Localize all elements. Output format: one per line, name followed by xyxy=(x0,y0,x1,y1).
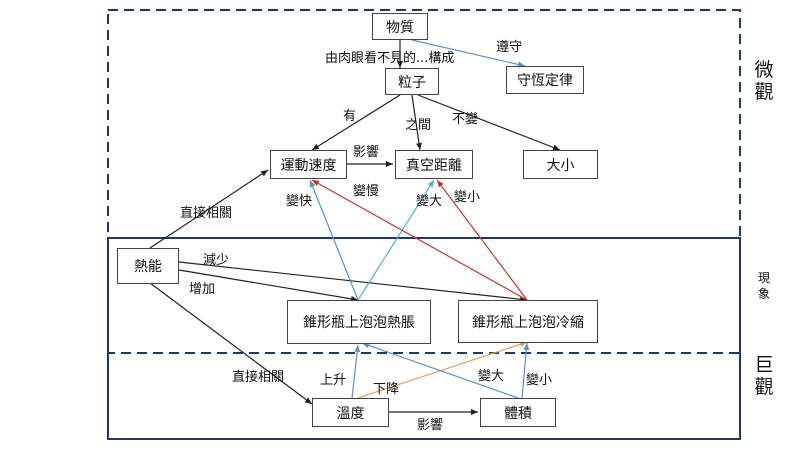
micro-region-label: 微觀 xyxy=(754,59,774,103)
label-rise: 上升 xyxy=(320,373,347,388)
label-direct-top: 直接相關 xyxy=(180,206,233,221)
edge-expand-vacuum xyxy=(357,179,435,301)
edge-matter-conservation xyxy=(411,39,526,68)
edge-expand-speed xyxy=(309,179,359,301)
edge-volume-expand xyxy=(361,342,519,399)
label-smaller-bottom: 變小 xyxy=(526,373,553,388)
label-direct-bottom: 直接相關 xyxy=(232,370,285,385)
node-volume[interactable]: 體積 xyxy=(480,398,556,427)
edge-heat-temp xyxy=(149,282,313,405)
label-influence-top: 影響 xyxy=(353,145,380,160)
node-shrink[interactable]: 錐形瓶上泡泡冷縮 xyxy=(458,300,598,343)
node-particle[interactable]: 粒子 xyxy=(385,68,439,95)
phenomenon-region-frame xyxy=(107,237,741,440)
edge-shrink-vacuum xyxy=(436,179,528,301)
node-matter[interactable]: 物質 xyxy=(372,13,428,40)
edge-shrink-speed xyxy=(311,179,528,301)
macro-region-label: 巨觀 xyxy=(754,354,774,398)
label-faster: 變快 xyxy=(286,194,313,209)
micro-region-frame xyxy=(107,9,741,354)
phenomenon-region-label: 現象 xyxy=(757,271,770,302)
edge-particle-vacuum xyxy=(411,94,422,151)
node-size[interactable]: 大小 xyxy=(523,150,598,179)
label-fall: 下降 xyxy=(373,382,400,397)
label-obey: 遵守 xyxy=(496,40,523,55)
label-bigger-bottom: 變大 xyxy=(478,369,505,384)
edge-particle-speed xyxy=(311,94,401,151)
label-decrease: 減少 xyxy=(203,253,230,268)
node-expand[interactable]: 錐形瓶上泡泡熱脹 xyxy=(287,300,431,344)
node-temp[interactable]: 溫度 xyxy=(312,398,389,427)
label-unchanged: 不變 xyxy=(452,112,479,127)
label-bigger-top: 變大 xyxy=(416,194,443,209)
label-increase: 增加 xyxy=(189,282,216,297)
edge-particle-size xyxy=(417,94,561,151)
edge-heat-shrink xyxy=(178,261,528,303)
node-vacuum[interactable]: 真空距離 xyxy=(395,150,473,179)
label-composed: 由肉眼看不見的...構成 xyxy=(325,51,455,66)
label-between: 之間 xyxy=(405,118,432,133)
node-conservation[interactable]: 守恆定律 xyxy=(506,66,584,94)
label-smaller-top: 變小 xyxy=(454,190,481,205)
label-slower: 變慢 xyxy=(353,184,380,199)
edge-heat-speed xyxy=(149,169,269,249)
label-influence-bottom: 影響 xyxy=(417,418,444,433)
edge-volume-shrink xyxy=(521,342,530,399)
node-heat[interactable]: 熱能 xyxy=(117,248,179,284)
edge-temp-shrink xyxy=(357,341,528,399)
edge-heat-expand xyxy=(178,269,359,302)
label-have: 有 xyxy=(343,109,357,124)
edge-temp-expand xyxy=(351,344,361,399)
node-speed[interactable]: 運動速度 xyxy=(270,150,347,179)
